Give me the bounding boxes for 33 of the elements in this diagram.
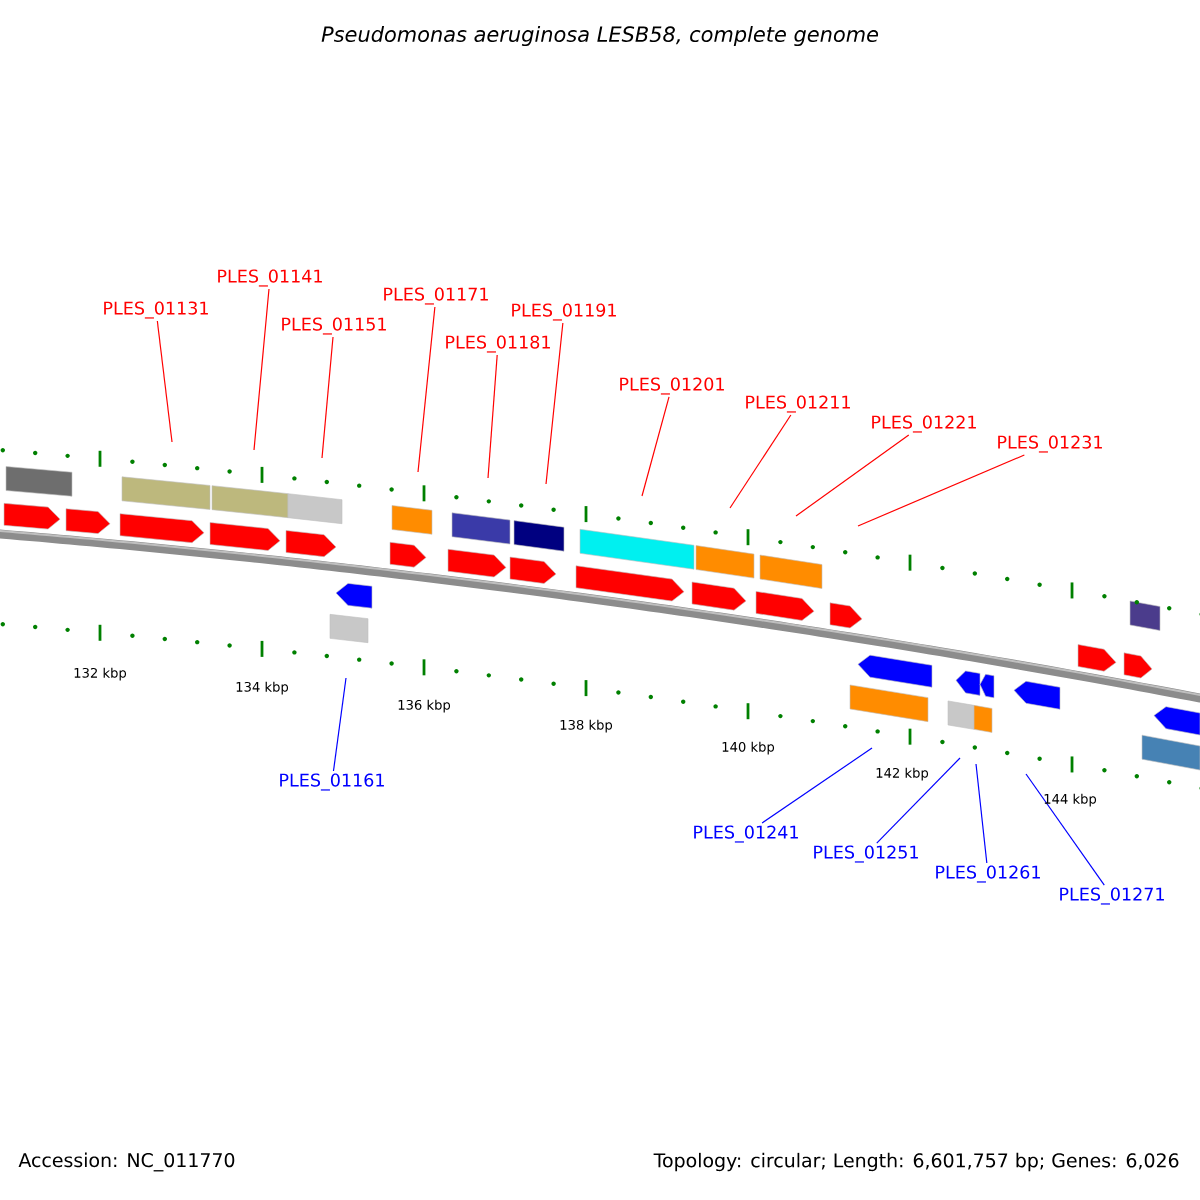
leader-line xyxy=(1025,773,1105,886)
leader-line xyxy=(487,354,498,479)
gene-label: PLES_01141 xyxy=(218,269,322,287)
leader-line xyxy=(332,677,347,772)
title: Pseudomonas aeruginosa LESB58, complete genome xyxy=(321,25,879,47)
gene-label: PLES_01261 xyxy=(936,865,1040,883)
gene-label: PLES_01231 xyxy=(998,435,1102,453)
gene-label: PLES_01151 xyxy=(282,317,386,335)
leader-line xyxy=(417,306,436,473)
genome-info-text: Topology: circular; Length: 6,601,757 bp; Genes: 6,026 xyxy=(653,1152,1179,1172)
gene-label: PLES_01191 xyxy=(512,303,616,321)
leader-line xyxy=(729,414,792,509)
leader-line xyxy=(857,454,1025,527)
leader-line xyxy=(876,757,961,844)
leader-line xyxy=(253,288,270,451)
gene-label: PLES_01171 xyxy=(384,287,488,305)
gene-label: PLES_01221 xyxy=(872,415,976,433)
gene-label: PLES_01181 xyxy=(446,335,550,353)
leader-line xyxy=(795,434,910,517)
leader-line xyxy=(761,747,873,824)
gene-label: PLES_01241 xyxy=(694,825,798,843)
gene-label: PLES_01201 xyxy=(620,377,724,395)
gene-label: PLES_01271 xyxy=(1060,887,1164,905)
gene-label: PLES_01161 xyxy=(280,773,384,791)
gene-label: PLES_01211 xyxy=(746,395,850,413)
gene-label: PLES_01251 xyxy=(814,845,918,863)
accession-text: Accession: NC_011770 xyxy=(18,1152,235,1172)
gene-label: PLES_01131 xyxy=(104,301,208,319)
leader-line xyxy=(321,336,334,459)
leader-line xyxy=(545,322,564,485)
leader-line xyxy=(975,763,988,864)
leader-line xyxy=(156,320,173,443)
leader-line xyxy=(641,396,670,497)
